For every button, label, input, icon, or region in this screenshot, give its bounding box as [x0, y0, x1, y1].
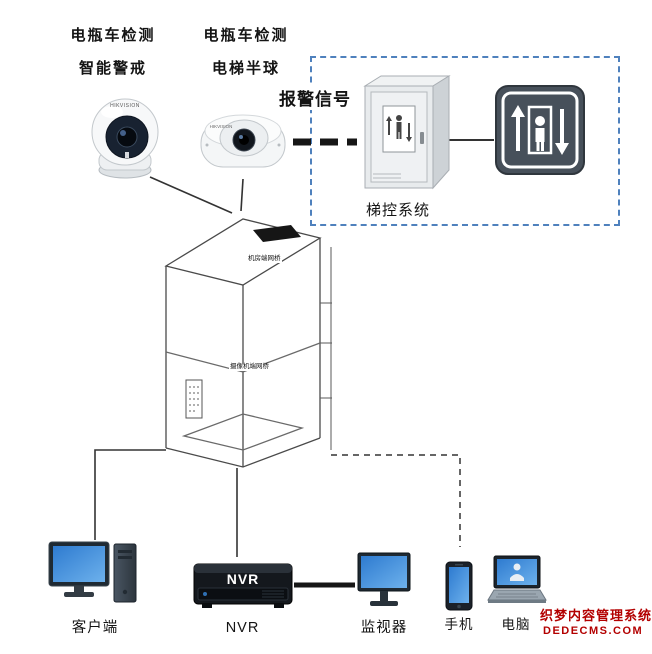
dome-brand-text: HIKVISION — [210, 124, 233, 129]
nvr-front-text: NVR — [227, 571, 260, 587]
laptop-label: 电脑 — [501, 617, 531, 632]
phone-label: 手机 — [444, 617, 474, 632]
watermark-line2: DEDECMS.COM — [543, 625, 644, 637]
control-cabinet-icon — [363, 75, 451, 190]
watermark-line1: 织梦内容管理系统 — [540, 608, 652, 623]
turret-camera-icon: HIKVISION — [91, 98, 159, 179]
sign-pictogram — [511, 105, 569, 155]
camera1-label-line2: 智能警戒 — [78, 60, 147, 77]
machine-room-bridge-label: 机房端网桥 — [247, 255, 282, 263]
elevator-control-system-label: 梯控系统 — [366, 202, 431, 219]
camera2-label-line2: 电梯半球 — [211, 60, 280, 77]
laptop-icon — [487, 555, 547, 603]
elevator-wireframe — [164, 218, 322, 468]
camera2-label-line1: 电瓶车检测 — [203, 27, 289, 44]
nvr-label: NVR — [225, 620, 260, 636]
alarm-signal-label: 报警信号 — [277, 85, 353, 110]
nvr-device-icon: NVR — [193, 563, 293, 608]
dimension-line — [320, 247, 332, 450]
client-link-line — [94, 449, 166, 540]
camera1-label-line1: 电瓶车检测 — [70, 27, 156, 44]
client-label: 客户端 — [71, 620, 119, 636]
keypad-panel — [185, 379, 203, 419]
client-desktop-icon — [48, 541, 137, 603]
turret-brand-text: HIKVISION — [110, 103, 140, 109]
phone-icon — [445, 561, 473, 611]
bridge-device — [253, 225, 301, 242]
mini-dome-camera-icon: HIKVISION — [200, 114, 286, 168]
monitor-icon — [357, 552, 411, 606]
elevator-sign-icon — [495, 85, 585, 175]
right-dashed-link — [331, 454, 461, 547]
camera-lead-lines — [149, 176, 244, 214]
cabinet-elevator-pictogram — [386, 115, 412, 142]
monitor-label: 监视器 — [360, 620, 408, 636]
car-bridge-label: 摄像机端网桥 — [229, 363, 270, 371]
